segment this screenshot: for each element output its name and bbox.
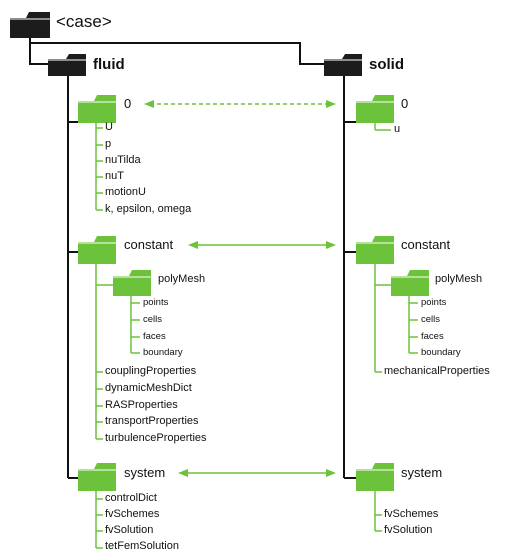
file-label: points — [421, 297, 447, 308]
file-label: turbulenceProperties — [105, 432, 207, 444]
case-label: <case> — [56, 12, 112, 31]
file-label: k, epsilon, omega — [105, 203, 192, 215]
fluid-label: fluid — [93, 56, 125, 73]
solid-folder-icon — [324, 54, 362, 76]
fluid-polymesh-label: polyMesh — [158, 273, 206, 285]
file-label: tetFemSolution — [105, 540, 179, 552]
file-label: points — [143, 297, 169, 308]
zero-correspondence-arrow — [144, 100, 336, 108]
fluid-polymesh-folder-icon — [113, 270, 151, 296]
file-label: nuTilda — [105, 154, 141, 166]
file-label: u — [394, 123, 401, 135]
solid-polymesh-label: polyMesh — [435, 273, 483, 285]
file-label: mechanicalProperties — [384, 365, 490, 377]
case-folder-icon — [10, 12, 50, 38]
fluid-zero-folder-icon — [78, 95, 116, 123]
system-correspondence-arrow — [178, 469, 336, 477]
green-tree-lines — [95, 122, 418, 549]
solid-system-folder-icon — [356, 463, 394, 491]
file-label: boundary — [421, 347, 461, 358]
file-label: transportProperties — [105, 415, 199, 427]
constant-correspondence-arrow — [188, 241, 336, 249]
correspondence-arrows — [144, 100, 336, 477]
fluid-folder-icon — [48, 54, 86, 76]
file-label: dynamicMeshDict — [105, 382, 192, 394]
file-label: motionU — [105, 186, 146, 198]
file-label: nuT — [105, 170, 124, 182]
file-label: faces — [143, 331, 166, 342]
file-label: p — [105, 138, 112, 150]
fluid-constant-label: constant — [124, 237, 174, 252]
file-label: fvSchemes — [105, 508, 160, 520]
dark-tree-lines — [29, 37, 358, 479]
solid-zero-folder-icon — [356, 95, 394, 123]
solid-constant-folder-icon — [356, 236, 394, 264]
file-label: controlDict — [105, 492, 157, 504]
solid-constant-label: constant — [401, 237, 451, 252]
file-label: cells — [143, 314, 163, 325]
file-label: fvSchemes — [384, 508, 439, 520]
fluid-constant-folder-icon — [78, 236, 116, 264]
file-label: faces — [421, 331, 444, 342]
solid-polymesh-folder-icon — [391, 270, 429, 296]
solid-zero-label: 0 — [401, 96, 409, 111]
file-label: fvSolution — [384, 524, 433, 536]
fluid-system-label: system — [124, 465, 166, 480]
file-label: boundary — [143, 347, 183, 358]
fluid-zero-label: 0 — [124, 96, 132, 111]
file-label: cells — [421, 314, 441, 325]
file-label: U — [105, 121, 113, 133]
solid-system-label: system — [401, 465, 443, 480]
file-label: couplingProperties — [105, 365, 197, 377]
file-label: fvSolution — [105, 524, 154, 536]
file-label: RASProperties — [105, 399, 178, 411]
fluid-system-folder-icon — [78, 463, 116, 491]
solid-label: solid — [369, 56, 405, 73]
